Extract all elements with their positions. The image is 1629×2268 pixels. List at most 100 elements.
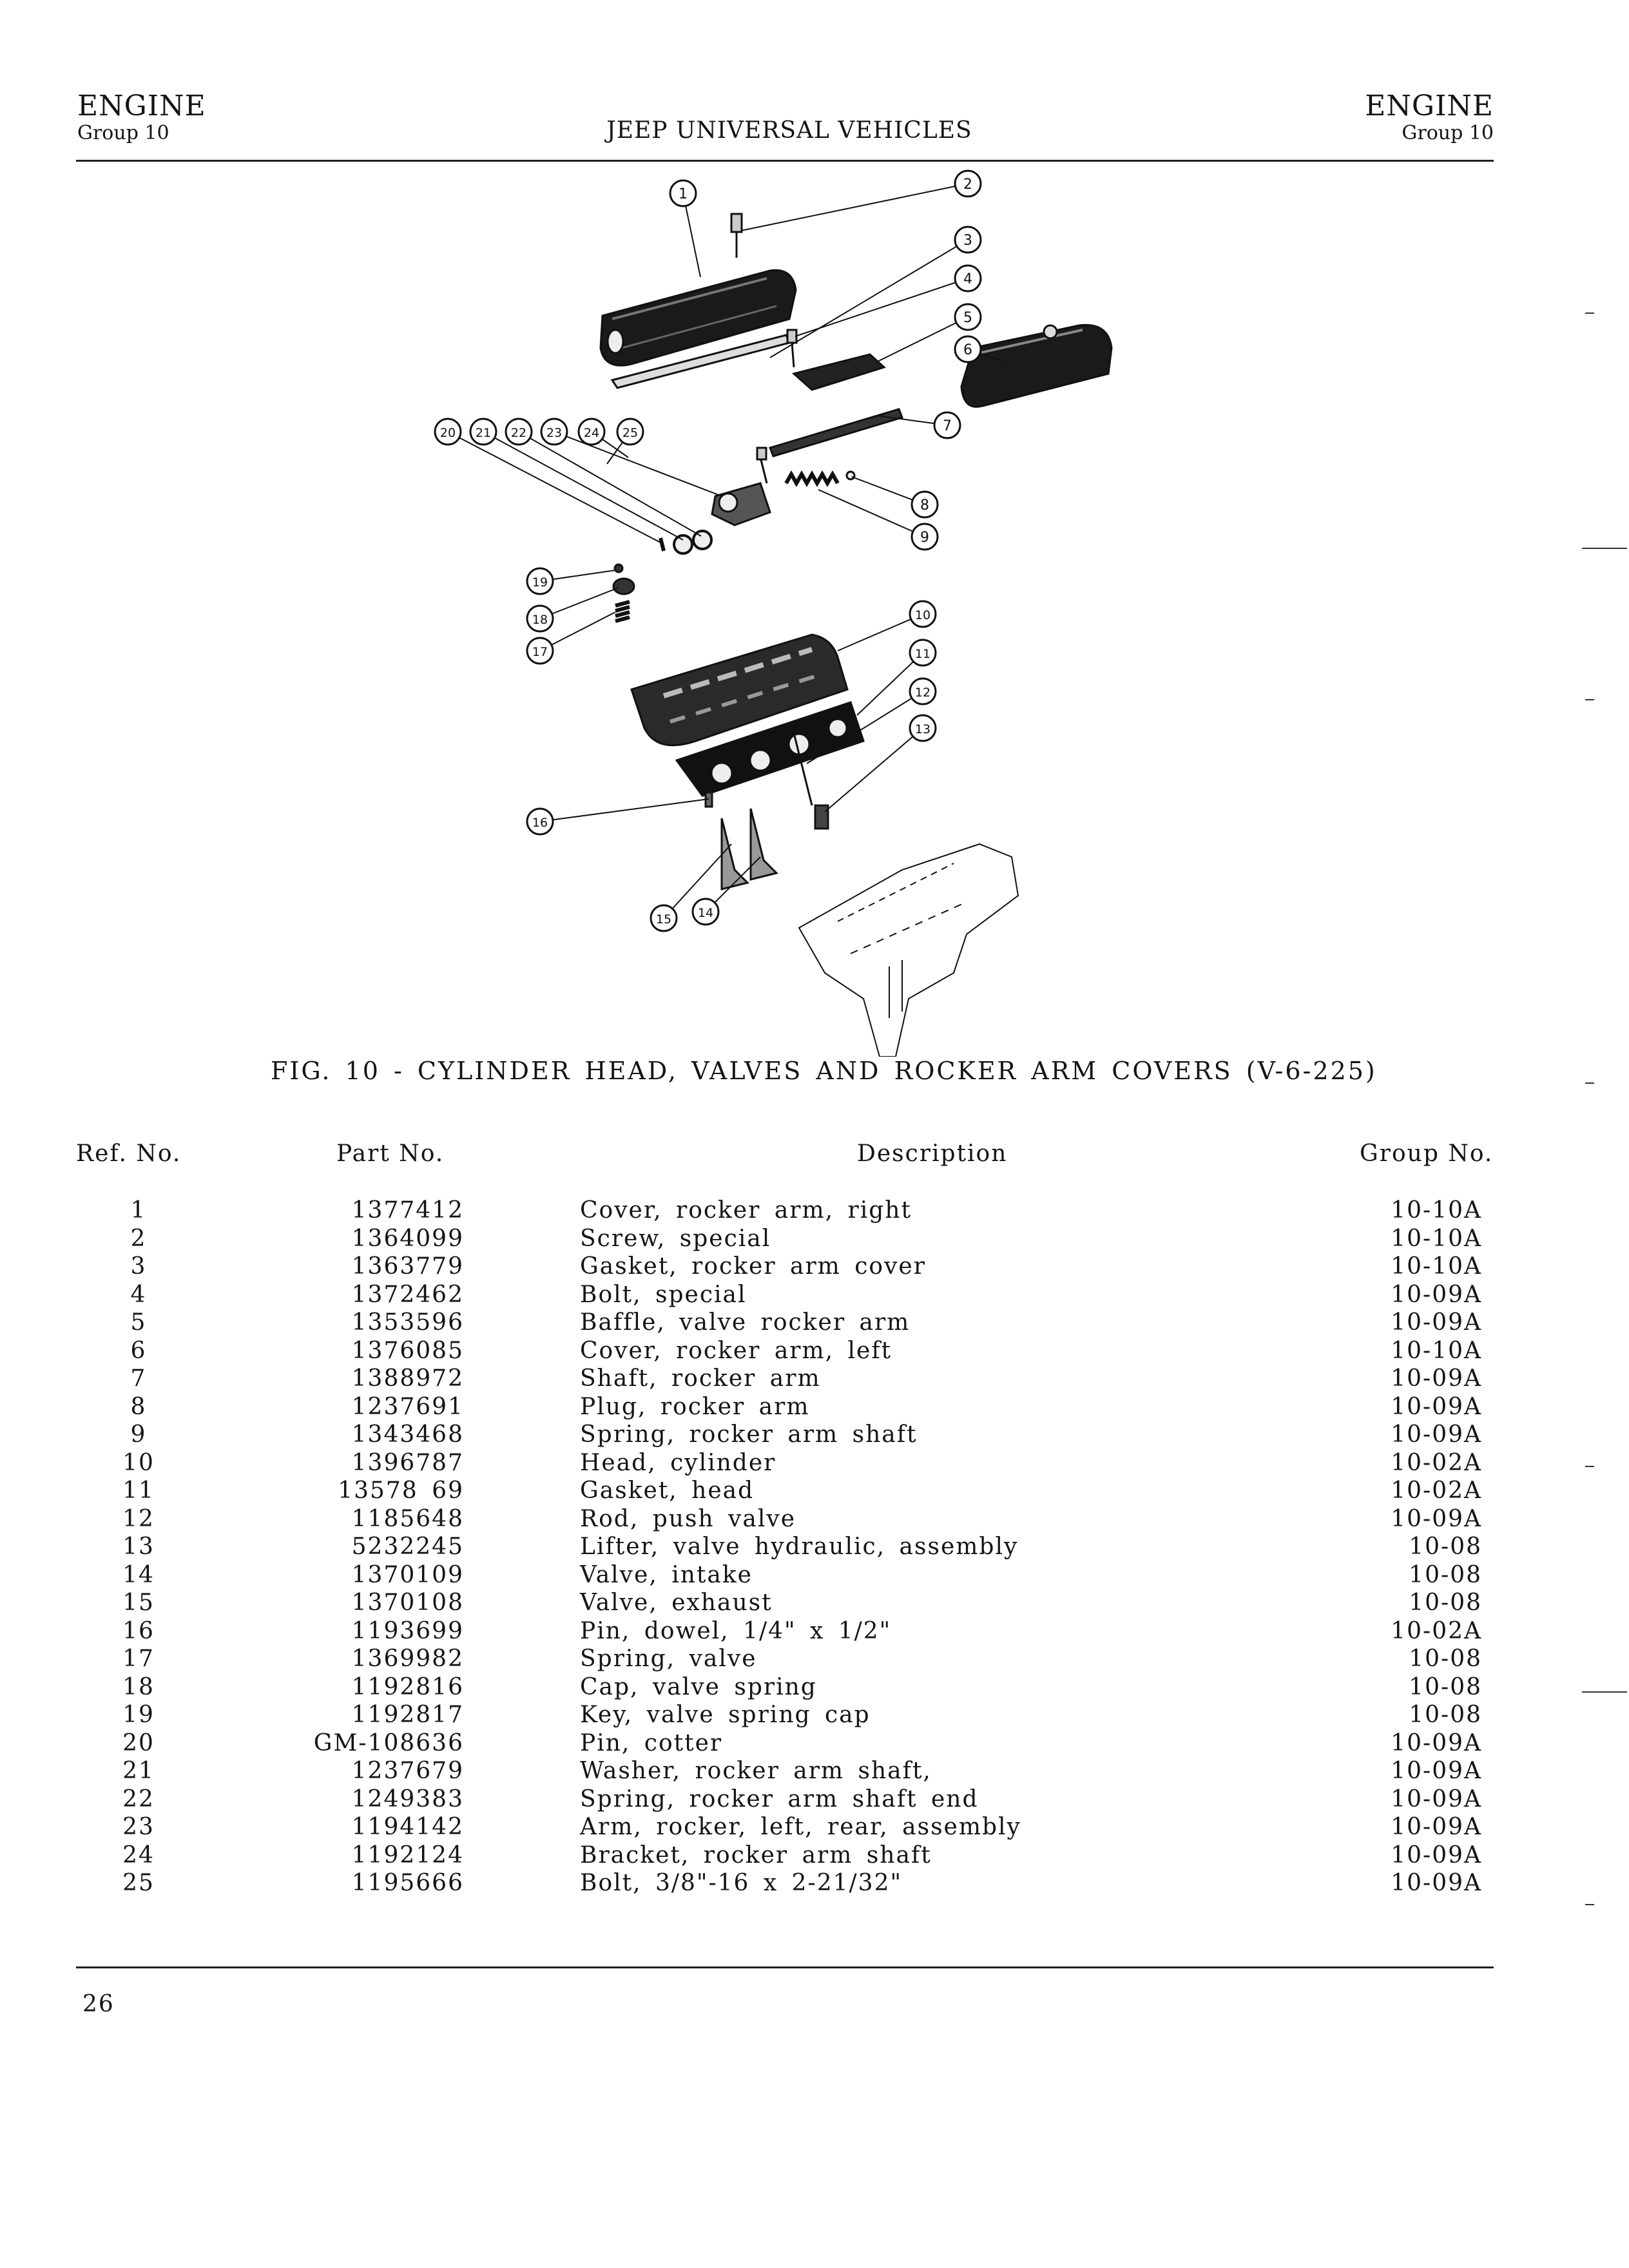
callout-6: 6 [954, 335, 982, 363]
callout-circle [909, 714, 937, 742]
group-label-right: Group 10 [1402, 122, 1494, 144]
right-rocker-cover-drawing [599, 269, 797, 367]
ref-no: 7 [130, 1365, 147, 1392]
header-rule [76, 160, 1494, 162]
callout-circle [505, 418, 533, 446]
part-no: 1372462 [351, 1281, 464, 1308]
callout-circle [434, 418, 462, 446]
description: Valve, exhaust [580, 1590, 773, 1616]
callout-label: 7 [943, 418, 952, 434]
push-rod-drawing [791, 727, 813, 806]
description: Bolt, 3/8"-16 x 2-21/32" [580, 1870, 903, 1896]
group-no: 10-09A [1391, 1814, 1482, 1840]
group-no: 10-02A [1391, 1449, 1482, 1476]
group-no: 10-08 [1409, 1702, 1482, 1728]
scan-mark [1582, 1691, 1627, 1693]
callout-label: 13 [915, 722, 930, 736]
callout-13: 13 [909, 714, 937, 742]
part-no: 1192124 [351, 1841, 464, 1869]
callout-circle [577, 418, 606, 446]
group-no: 10-10A [1391, 1253, 1482, 1280]
callout-label: 24 [584, 426, 599, 440]
callout-4: 4 [954, 264, 982, 293]
part-no: 1192816 [351, 1673, 464, 1700]
callout-21: 21 [469, 418, 497, 446]
engine-block-outline [798, 843, 1019, 1057]
description: Screw, special [580, 1225, 771, 1252]
callout-circle [954, 303, 982, 331]
group-no: 10-09A [1391, 1870, 1482, 1896]
description: Arm, rocker, left, rear, assembly [580, 1814, 1021, 1840]
part-no: 1377412 [351, 1197, 464, 1224]
callout-circle [933, 411, 961, 439]
part-no: 13578 69 [338, 1477, 464, 1504]
callout-label: 18 [532, 613, 548, 627]
callout-label: 14 [698, 906, 713, 920]
callout-circle [669, 179, 697, 207]
description: Plug, rocker arm [580, 1393, 810, 1420]
column-header-group: Group No. [1360, 1140, 1494, 1167]
part-no: 1237691 [351, 1393, 464, 1420]
callout-circle [909, 677, 937, 706]
callout-15: 15 [650, 904, 678, 932]
callout-7: 7 [933, 411, 961, 439]
description: Key, valve spring cap [580, 1702, 871, 1728]
ref-no: 2 [130, 1225, 147, 1252]
group-no: 10-09A [1391, 1309, 1482, 1336]
ref-no: 20 [122, 1729, 155, 1756]
part-no: 1396787 [351, 1449, 464, 1476]
callout-3: 3 [954, 226, 982, 254]
callout-25: 25 [616, 418, 644, 446]
group-no: 10-09A [1391, 1281, 1482, 1308]
part-no: 1192817 [351, 1702, 464, 1728]
callout-circle [469, 418, 497, 446]
special-screw-drawing [730, 213, 743, 233]
group-no: 10-09A [1391, 1393, 1482, 1420]
description: Pin, cotter [580, 1729, 723, 1756]
callout-22: 22 [505, 418, 533, 446]
description: Cover, rocker arm, left [580, 1337, 892, 1364]
description: Head, cylinder [580, 1449, 776, 1476]
ref-no: 1 [130, 1197, 147, 1224]
callout-circle [954, 335, 982, 363]
section-title-right: ENGINE [1365, 90, 1494, 122]
part-no: 1195666 [351, 1870, 464, 1896]
figure-caption: FIG. 10 - CYLINDER HEAD, VALVES AND ROCK… [271, 1057, 1377, 1085]
baffle-drawing [791, 353, 886, 391]
description: Bolt, special [580, 1281, 747, 1308]
callout-label: 1 [679, 186, 688, 202]
callout-circle [911, 523, 939, 551]
column-header-description: Description [857, 1140, 1008, 1167]
callout-circle [526, 604, 554, 633]
part-no: 1370109 [351, 1561, 464, 1588]
group-no: 10-08 [1409, 1646, 1482, 1672]
callout-label: 2 [963, 177, 972, 193]
description: Cover, rocker arm, right [580, 1197, 912, 1224]
scan-mark [1585, 699, 1594, 700]
part-no: 1353596 [351, 1309, 464, 1336]
callout-label: 3 [963, 233, 972, 249]
part-no: GM-108636 [313, 1729, 464, 1756]
scan-mark [1585, 1466, 1594, 1467]
callout-5: 5 [954, 303, 982, 331]
part-no: 1376085 [351, 1337, 464, 1364]
part-no: 1194142 [351, 1814, 464, 1840]
part-no: 1364099 [351, 1225, 464, 1252]
description: Lifter, valve hydraulic, assembly [580, 1533, 1019, 1560]
column-header-ref: Ref. No. [76, 1140, 182, 1167]
ref-no: 11 [122, 1477, 155, 1504]
scan-mark [1582, 548, 1627, 549]
description: Spring, rocker arm shaft [580, 1421, 918, 1448]
ref-no: 12 [122, 1505, 155, 1532]
callout-23: 23 [540, 418, 568, 446]
